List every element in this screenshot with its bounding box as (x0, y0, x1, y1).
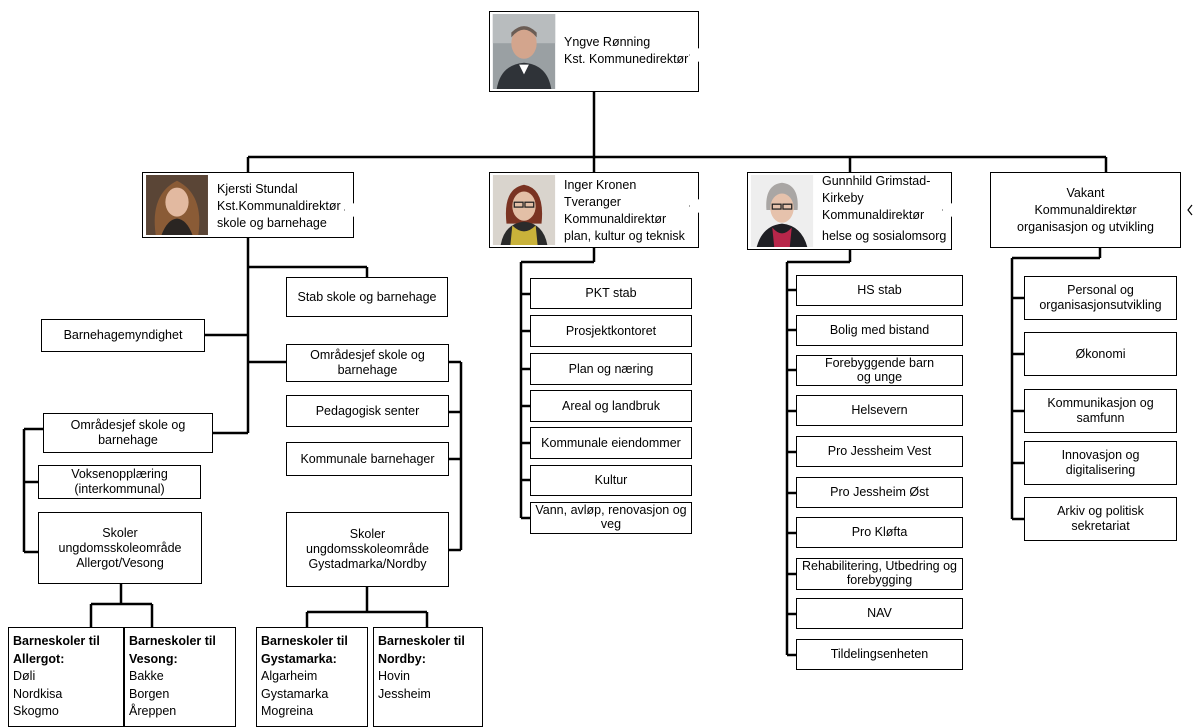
card-notch (942, 203, 952, 217)
primary-school: Skogmo (13, 704, 59, 718)
director-name: Yngve Rønning (564, 35, 651, 49)
head-line: Tveranger (564, 195, 621, 209)
unit-org: Innovasjon og digitalisering (1024, 441, 1177, 485)
primary-heading: Barneskoler til Allergot: (13, 634, 100, 666)
primary-school: Mogreina (261, 704, 314, 718)
primary-school: Algarheim (261, 669, 318, 683)
unit-pkt: Kommunale eiendommer (530, 427, 692, 459)
primary-school: Bakke (129, 669, 164, 683)
unit-hs: Pro Jessheim Øst (796, 477, 963, 508)
primary-school: Åreppen (129, 704, 177, 718)
director-card: Yngve Rønning Kst. Kommunedirektør (489, 11, 699, 92)
primary-heading: Barneskoler til Vesong: (129, 634, 216, 666)
head-line: Kommunaldirektør (1034, 203, 1137, 217)
primary-heading: Barneskoler til Nordby: (378, 634, 465, 666)
unit-voksenopplaering: Voksenopplæring (interkommunal) (38, 465, 201, 499)
head-line: Kommunaldirektør (564, 212, 667, 226)
head-card-skole: Kjersti Stundal Kst.Kommunaldirektør sko… (142, 172, 354, 238)
unit-skoler-left: Skoler ungdomsskoleområde Allergot/Veson… (38, 512, 202, 584)
unit-org: Personal og organisasjonsutvikling (1024, 276, 1177, 320)
unit-barnehagemyndighet: Barnehagemyndighet (41, 319, 205, 352)
unit-kommunale-barnehager: Kommunale barnehager (286, 442, 449, 476)
unit-pkt: Areal og landbruk (530, 390, 692, 422)
primary-school: Borgen (129, 686, 170, 701)
primary-school: Hovin (378, 669, 410, 683)
unit-hs: Tildelingsenheten (796, 639, 963, 670)
unit-org: Kommunikasjon og samfunn (1024, 389, 1177, 433)
small-marker (1187, 204, 1193, 216)
unit-org: Økonomi (1024, 332, 1177, 376)
head-photo-skole (145, 175, 209, 235)
unit-stab-skole: Stab skole og barnehage (286, 277, 448, 317)
head-line: Kjersti Stundal (217, 182, 298, 196)
head-line: plan, kultur og teknisk (564, 229, 685, 243)
unit-hs: HS stab (796, 275, 963, 306)
unit-pkt: PKT stab (530, 278, 692, 309)
primary-schools-vesong: Barneskoler til Vesong: Bakke Borgen Åre… (124, 627, 236, 727)
head-line: Kst.Kommunaldirektør (217, 199, 341, 213)
primary-school: Jessheim (378, 686, 431, 701)
head-card-organisasjon: Vakant Kommunaldirektør organisasjon og … (990, 172, 1181, 248)
unit-pedagogisk-senter: Pedagogisk senter (286, 395, 449, 427)
unit-skoler-right: Skoler ungdomsskoleområde Gystadmarka/No… (286, 512, 449, 587)
director-title: Kst. Kommunedirektør (564, 52, 689, 66)
unit-hs: Helsevern (796, 395, 963, 426)
head-card-helse: Gunnhild Grimstad- Kirkeby Kommunaldirek… (747, 172, 952, 250)
unit-pkt: Kultur (530, 465, 692, 496)
primary-school: Døli (13, 669, 36, 683)
head-line: Kirkeby (822, 191, 864, 205)
unit-omradesjef-left: Områdesjef skole og barnehage (43, 413, 213, 453)
unit-hs: Bolig med bistand (796, 315, 963, 346)
head-line: Gunnhild Grimstad- (822, 174, 931, 188)
unit-hs: NAV (796, 598, 963, 629)
unit-hs: Rehabilitering, Utbedring og forebygging (796, 558, 963, 590)
head-line: helse og sosialomsorg (822, 229, 947, 243)
primary-heading: Barneskoler til Gystamarka: (261, 634, 348, 666)
primary-schools-gystamarka: Barneskoler til Gystamarka: Algarheim Gy… (256, 627, 368, 727)
unit-pkt: Plan og næring (530, 353, 692, 385)
head-line: Inger Kronen (564, 178, 637, 192)
card-notch (689, 48, 699, 62)
primary-schools-nordby: Barneskoler til Nordby: Hovin Jessheim (373, 627, 483, 727)
primary-schools-allergot: Barneskoler til Allergot: Døli Nordkisa … (8, 627, 124, 727)
head-card-plan: Inger Kronen Tveranger Kommunaldirektør … (489, 172, 699, 248)
unit-omradesjef-right: Områdesjef skole og barnehage (286, 344, 449, 382)
card-notch (689, 199, 699, 213)
unit-hs: Forebyggende barn og unge (796, 355, 963, 386)
head-line: organisasjon og utvikling (1017, 220, 1154, 234)
head-line: Kommunaldirektør (822, 208, 925, 222)
head-line: Vakant (1066, 186, 1105, 200)
unit-hs: Pro Jessheim Vest (796, 436, 963, 467)
head-line: skole og barnehage (217, 216, 327, 230)
unit-org: Arkiv og politisk sekretariat (1024, 497, 1177, 541)
primary-school: Nordkisa (13, 686, 63, 701)
unit-pkt: Vann, avløp, renovasjon og veg (530, 502, 692, 534)
card-notch (344, 203, 354, 217)
head-photo-helse (750, 175, 814, 247)
director-photo (492, 14, 556, 89)
unit-hs: Pro Kløfta (796, 517, 963, 548)
head-photo-plan (492, 175, 556, 245)
unit-pkt: Prosjektkontoret (530, 315, 692, 347)
primary-school: Gystamarka (261, 686, 329, 701)
